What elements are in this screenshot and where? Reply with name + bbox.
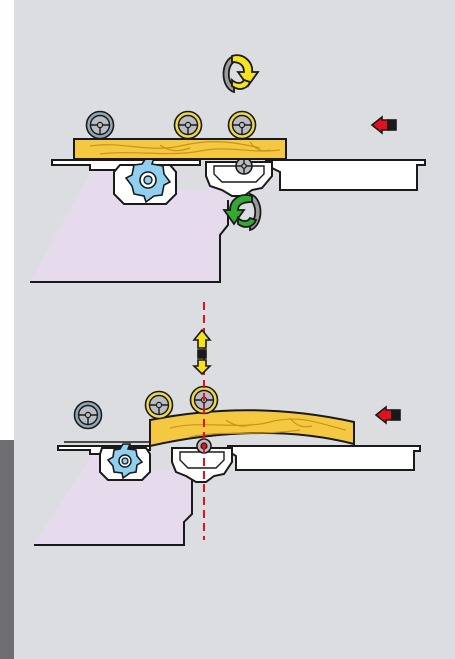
pressure-roller-gray	[73, 400, 103, 430]
top-diagram	[30, 54, 426, 283]
pressure-roller-gray	[85, 110, 115, 140]
left-side-tab	[0, 440, 14, 659]
rotation-arrow-front	[231, 54, 260, 88]
cutter-head	[106, 443, 144, 480]
cutter-hub-center	[121, 457, 129, 465]
outfeed-table	[265, 159, 426, 191]
vertical-adjust-arrow-icon	[192, 328, 212, 376]
feed-arrow-left-icon	[370, 115, 397, 135]
rotation-arrow-clockwise-icon	[222, 54, 260, 94]
cutter-hub-center	[143, 175, 153, 185]
machine-body	[34, 448, 192, 545]
workpiece-straight	[73, 138, 287, 160]
bottom-roller-housing-inner	[179, 451, 225, 469]
pressure-roller-yellow-1	[144, 390, 174, 420]
panel-background	[14, 0, 455, 659]
pressure-roller-yellow-2	[227, 110, 257, 140]
rotation-arrow-lower-tail	[231, 77, 252, 90]
cutter-head	[124, 157, 172, 204]
bottom-diagram	[34, 302, 421, 546]
arrow-middle-block	[197, 349, 207, 359]
machine-body	[30, 162, 228, 282]
wood-grain	[89, 141, 281, 155]
arrow-up-head	[192, 328, 212, 349]
bottom-roller-housing	[171, 447, 233, 483]
rotation-arrow-front	[222, 194, 253, 226]
feed-arrow-left-icon	[374, 405, 401, 425]
bottom-roller-housing-inner	[213, 165, 265, 183]
bottom-roller	[235, 157, 253, 175]
rotation-arrow-counterclockwise-icon	[222, 192, 262, 232]
pressure-roller-yellow-1	[173, 110, 203, 140]
machine-body-outline	[34, 480, 193, 546]
wood-grain	[169, 417, 347, 438]
outfeed-table	[227, 445, 421, 471]
arrow-down-head	[192, 359, 212, 376]
rotation-arrow-lower-tail	[237, 215, 258, 228]
